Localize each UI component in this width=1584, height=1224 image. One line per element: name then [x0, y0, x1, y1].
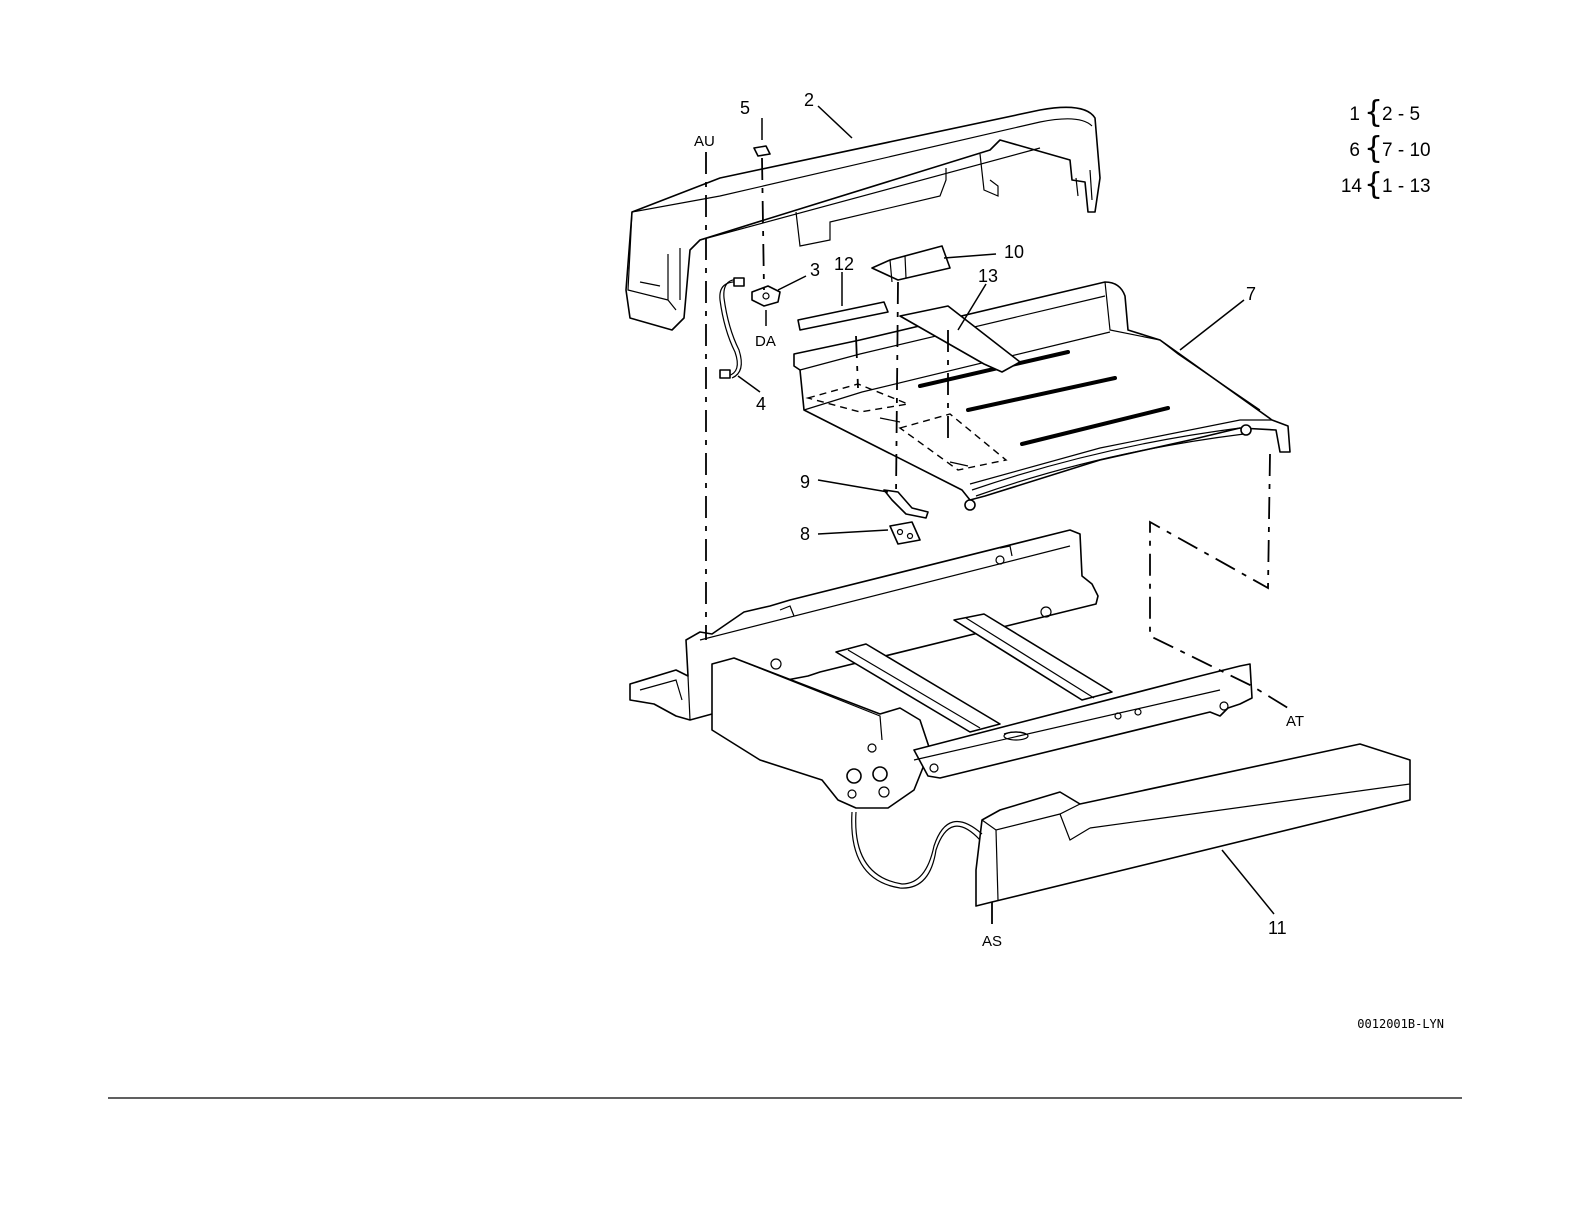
legend-row: 1 { 2 - 5 [1349, 95, 1420, 130]
callout-7: 7 [1246, 284, 1256, 304]
legend-range: 1 - 13 [1382, 176, 1431, 197]
brace-icon: { [1364, 167, 1383, 202]
label-part-12 [798, 302, 888, 330]
sensor-part-8 [890, 522, 920, 544]
legend-range: 7 - 10 [1382, 140, 1431, 161]
legend-assembly: 6 [1349, 140, 1360, 161]
tag-au: AU [694, 133, 715, 150]
actuator-part-9 [884, 490, 928, 518]
callout-12: 12 [834, 254, 854, 274]
callout-8: 8 [800, 524, 810, 544]
legend-row: 6 { 7 - 10 [1349, 131, 1430, 166]
label-part-5 [754, 146, 770, 156]
callout-11: 11 [1268, 918, 1287, 938]
main-frame [630, 530, 1252, 808]
front-cover-part-11 [976, 744, 1410, 906]
switch-bracket-part-3 [752, 286, 780, 306]
tag-at: AT [1286, 713, 1304, 730]
wire-harness-part-4 [720, 278, 744, 378]
tag-da: DA [755, 333, 776, 350]
figure-id: 0012001B-LYN [1357, 1017, 1444, 1031]
callout-4: 4 [756, 394, 766, 414]
callout-9: 9 [800, 472, 810, 492]
legend-assembly: 14 [1341, 176, 1363, 197]
callout-13: 13 [978, 266, 998, 286]
callout-3: 3 [810, 260, 820, 280]
stopper-part-10 [872, 246, 950, 282]
callout-5: 5 [740, 98, 750, 118]
tag-as: AS [982, 933, 1002, 950]
brace-icon: { [1364, 95, 1383, 130]
legend-assembly: 1 [1349, 104, 1360, 125]
front-cover-harness [852, 812, 980, 888]
brace-icon: { [1364, 131, 1383, 166]
callout-2: 2 [804, 90, 814, 110]
legend-range: 2 - 5 [1382, 104, 1420, 125]
assembly-legend: 1 { 2 - 5 6 { 7 - 10 14 { 1 - 13 [1341, 95, 1431, 202]
callout-10: 10 [1004, 242, 1024, 262]
legend-row: 14 { 1 - 13 [1341, 167, 1431, 202]
